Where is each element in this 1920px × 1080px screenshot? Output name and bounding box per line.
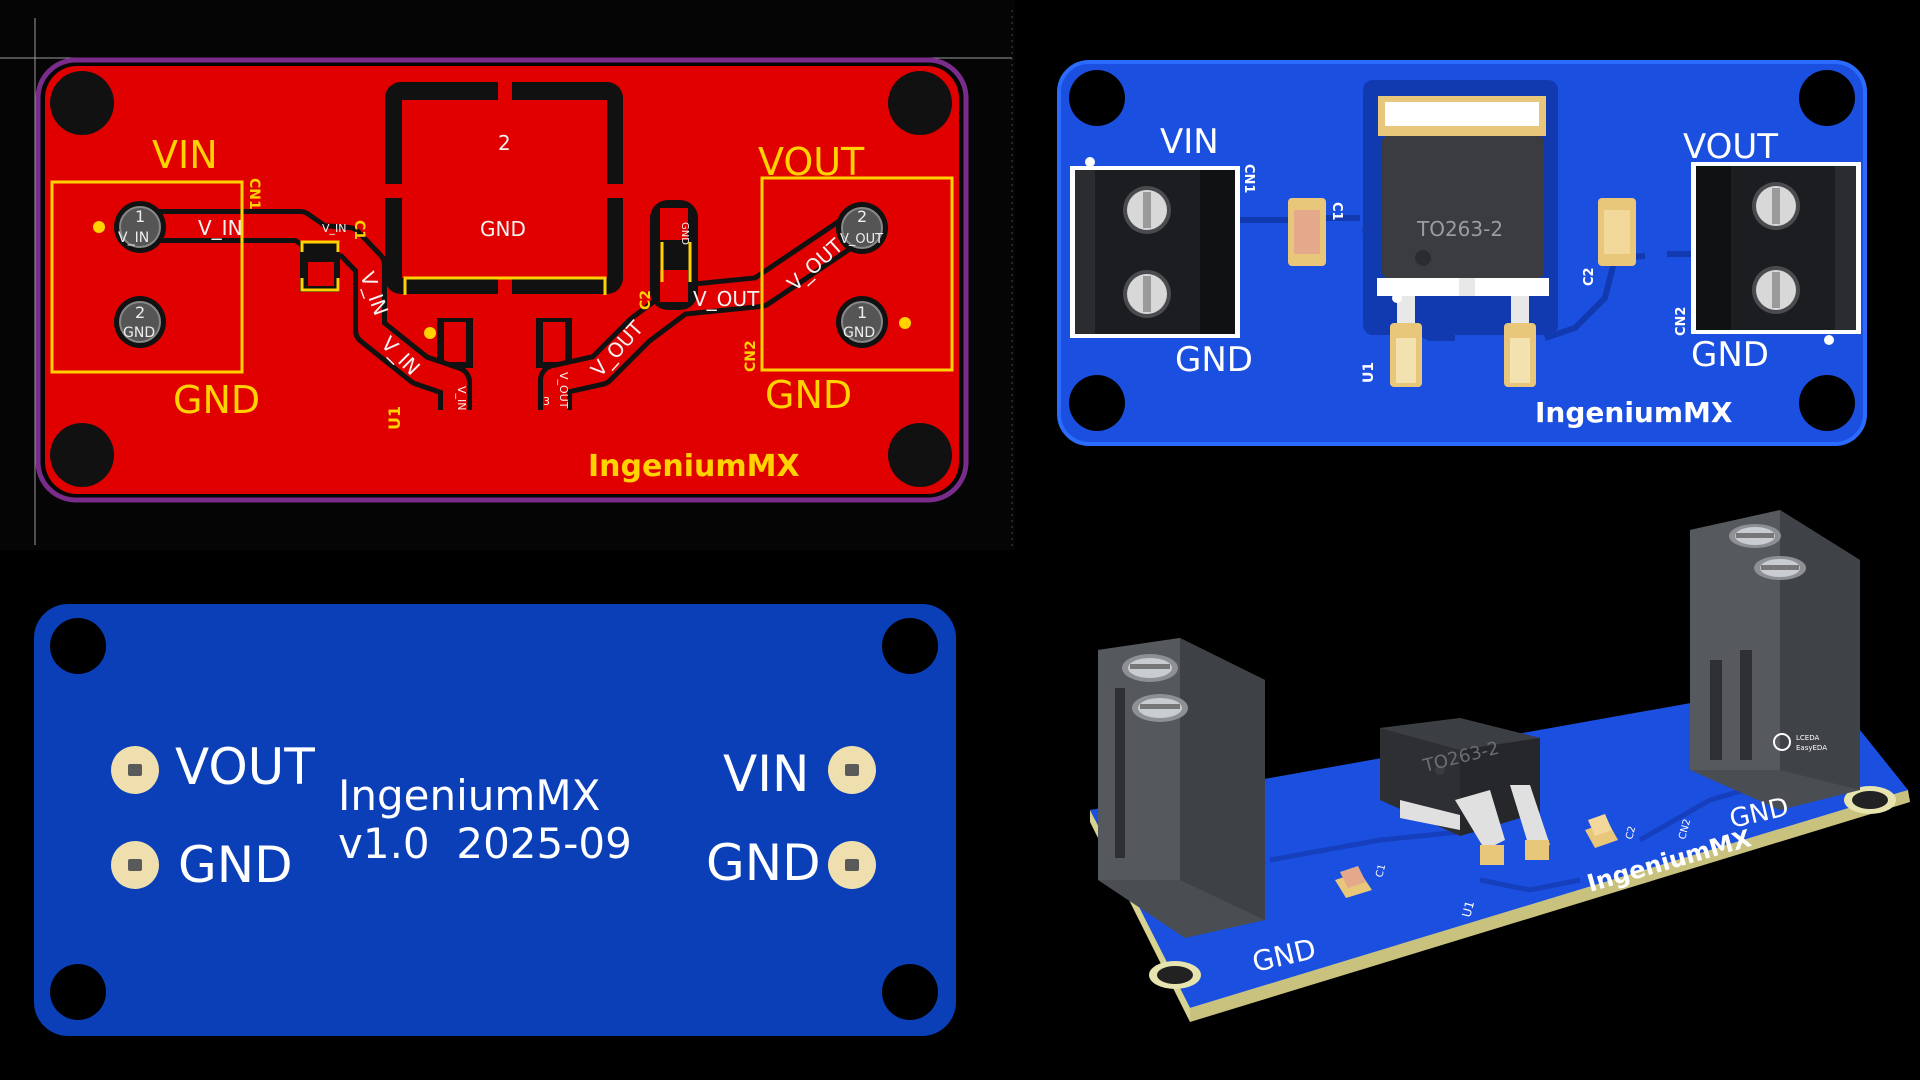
trace-vin-label: V_IN (198, 216, 243, 240)
cn1-pin2-net: GND (123, 325, 155, 341)
c1-capacitor-icon (1335, 866, 1372, 898)
logo-line1: LCEDA (1796, 734, 1819, 742)
c2-net-label: GND (679, 222, 690, 245)
brand-label: IngeniumMX (588, 449, 800, 484)
board-outline (35, 57, 969, 503)
pad-icon (111, 746, 876, 889)
u1-tab-pad (402, 100, 607, 278)
c2-capacitor-icon (1598, 198, 1636, 266)
logo-line2: EasyEDA (1796, 744, 1827, 752)
cn2-pin2-net: V_OUT (840, 232, 883, 247)
cn1-pin1-net: V_IN (118, 230, 149, 246)
cn1-pin1-num: 1 (135, 207, 145, 226)
u1-regulator-icon (1363, 80, 1558, 387)
c1-label: C1 (351, 220, 367, 240)
c2-label: C2 (1624, 825, 1638, 841)
u1-pad3-net: V_OUT (557, 372, 570, 409)
gnd-right-label: GND (1691, 335, 1769, 375)
pcb-3d-render[interactable]: LCEDA EasyEDA TO263-2 GND GND (1060, 500, 1920, 1080)
vin-label: VIN (723, 745, 809, 803)
pcb-layout-view[interactable]: VIN GND VOUT GND IngeniumMX CN1 CN2 U1 C… (0, 0, 1015, 550)
u1-tab-net: GND (480, 217, 526, 241)
version-label: v1.0 2025-09 (338, 819, 632, 868)
cn1-terminal-icon (1098, 638, 1265, 938)
c1-label: C1 (1374, 863, 1388, 879)
vin-label: VIN (1160, 122, 1219, 162)
vout-label: VOUT (758, 140, 865, 184)
cn2-label: CN2 (743, 340, 759, 372)
cn1-terminal-icon (1070, 166, 1240, 338)
c1-capacitor-icon (1288, 198, 1326, 266)
c1-net-label: V_IN (322, 222, 347, 235)
brand-label: IngeniumMX (1535, 396, 1733, 429)
c2-capacitor-icon (1585, 814, 1618, 848)
cn1-label: CN1 (246, 178, 262, 210)
u1-regulator-icon (1380, 718, 1550, 865)
cn2-pin2-num: 2 (857, 207, 867, 226)
u1-pad1-net: V_IN (455, 386, 468, 411)
u1-label: U1 (385, 406, 404, 430)
cn2-label: CN2 (1677, 818, 1693, 841)
pcb-top-render[interactable]: VIN GND VOUT GND TO263-2 IngeniumMX CN1 … (1055, 58, 1870, 448)
cn2-terminal-icon: LCEDA EasyEDA (1690, 510, 1860, 810)
brand-label: IngeniumMX (338, 771, 600, 820)
mounting-hole-icon (50, 71, 952, 487)
trace-vout-label: V_OUT (693, 287, 760, 311)
gnd-left-label: GND (1175, 340, 1253, 380)
cn2-label: CN2 (1674, 307, 1689, 336)
gnd-right-label: GND (706, 834, 821, 892)
u1-tab-num: 2 (498, 131, 511, 155)
pcb-bottom-render[interactable]: VOUT GND VIN GND IngeniumMX v1.0 2025-09 (30, 600, 960, 1040)
gnd-right-label: GND (765, 373, 852, 417)
gnd-left-label: GND (178, 836, 293, 894)
c2-label: C2 (638, 290, 654, 310)
gnd-left-label: GND (173, 378, 260, 422)
vout-label: VOUT (175, 738, 315, 796)
vin-label: VIN (152, 133, 218, 177)
u1-label: U1 (1459, 899, 1477, 918)
c2-label: C2 (1582, 267, 1597, 286)
c1-label: C1 (1329, 202, 1344, 221)
cn2-pin1-num: 1 (857, 303, 867, 322)
cn2-terminal-icon (1691, 162, 1861, 334)
package-label: TO263-2 (1416, 217, 1503, 241)
u1-label: U1 (1361, 362, 1377, 383)
cn2-pin1-net: GND (843, 325, 875, 341)
cn1-label: CN1 (1241, 164, 1256, 193)
vout-label: VOUT (1683, 127, 1778, 167)
u1-pad3-num: 3 (543, 395, 550, 408)
cn1-pin2-num: 2 (135, 303, 145, 322)
